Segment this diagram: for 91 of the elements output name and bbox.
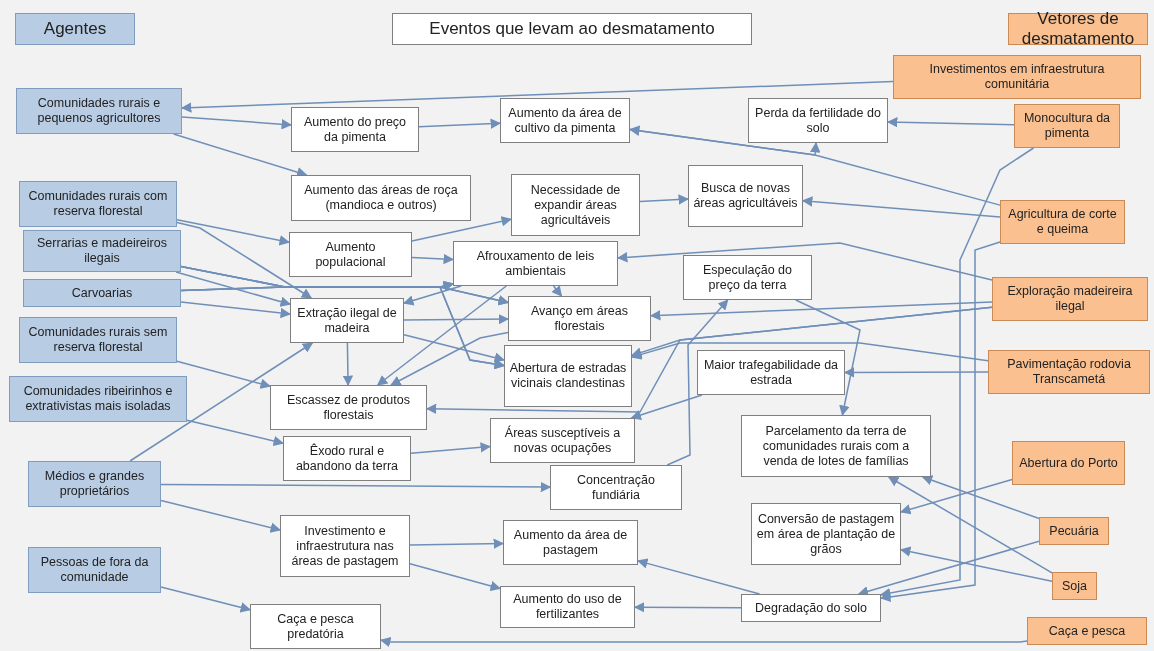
event-box: Perda da fertilidade do solo xyxy=(748,98,888,143)
event-box: Extração ilegal de madeira xyxy=(290,298,404,343)
event-box: Aumento das áreas de roça (mandioca e outros) xyxy=(291,175,471,221)
agent-box: Comunidades rurais e pequenos agricultores xyxy=(16,88,182,134)
arrow xyxy=(900,478,1013,515)
arrow xyxy=(637,558,761,595)
arrow xyxy=(379,636,1028,648)
driver-box: Exploração madeireira ilegal xyxy=(992,277,1148,321)
heading-box: Eventos que levam ao desmatamento xyxy=(392,13,752,45)
arrow xyxy=(425,306,993,415)
driver-box: Soja xyxy=(1052,572,1097,600)
arrow xyxy=(921,475,1040,520)
arrow xyxy=(390,331,509,386)
arrow xyxy=(160,481,552,493)
driver-box: Caça e pesca xyxy=(1027,617,1147,645)
arrow xyxy=(180,301,292,319)
arrow xyxy=(628,125,1001,206)
driver-box: Investimentos em infraestrutura comunitária xyxy=(893,55,1141,99)
event-box: Avanço em áreas florestais xyxy=(508,296,651,341)
arrow xyxy=(666,299,729,466)
arrow xyxy=(879,241,1001,603)
arrow xyxy=(649,301,993,321)
arrow xyxy=(551,285,563,297)
event-box: Aumento da área de cultivo da pimenta xyxy=(500,98,630,143)
arrow xyxy=(403,313,510,325)
arrow xyxy=(181,116,293,130)
arrow xyxy=(887,476,1053,574)
agent-box: Comunidades rurais sem reserva florestal xyxy=(19,317,177,363)
arrow xyxy=(879,147,1035,599)
event-box: Necessidade de expandir áreas agricultáveis xyxy=(511,174,640,236)
arrow xyxy=(639,194,690,205)
arrow xyxy=(411,253,455,265)
arrow xyxy=(801,196,1001,218)
event-box: Concentração fundiária xyxy=(550,465,682,510)
event-box: Aumento do uso de fertilizantes xyxy=(500,586,635,628)
arrow xyxy=(403,285,462,306)
arrow xyxy=(176,221,313,299)
agent-box: Serrarias e madeireiros ilegais xyxy=(23,230,181,272)
agent-box: Pessoas de fora da comunidade xyxy=(28,547,161,593)
arrow xyxy=(843,367,989,378)
arrow xyxy=(176,360,271,389)
arrow xyxy=(616,242,993,281)
driver-box: Agricultura de corte e queima xyxy=(1000,200,1125,244)
event-box: Escassez de produtos florestais xyxy=(270,385,427,430)
arrow xyxy=(186,419,284,447)
heading-box: Vetores de desmatamento xyxy=(1008,13,1148,45)
event-box: Êxodo rural e abandono da terra xyxy=(283,436,411,481)
arrow xyxy=(376,285,508,386)
driver-box: Abertura do Porto xyxy=(1012,441,1125,485)
arrow xyxy=(129,342,314,462)
arrow xyxy=(410,442,492,454)
event-box: Aumento populacional xyxy=(289,232,412,277)
agent-box: Carvoarias xyxy=(23,279,181,307)
event-box: Conversão de pastagem em área de plantação de grãos xyxy=(751,503,901,565)
arrow xyxy=(409,563,501,592)
arrow xyxy=(342,342,354,387)
event-box: Afrouxamento de leis ambientais xyxy=(453,241,618,286)
arrow xyxy=(631,342,989,362)
arrow xyxy=(630,394,703,421)
event-box: Especulação do preço da terra xyxy=(683,255,812,300)
driver-box: Pecuária xyxy=(1039,517,1109,545)
agent-box: Comunidades rurais com reserva florestal xyxy=(19,181,177,227)
arrow xyxy=(175,271,291,307)
arrow xyxy=(409,538,505,549)
arrow xyxy=(411,216,513,242)
event-box: Parcelamento da terra de comunidades rurais com a venda de lotes de famílias xyxy=(741,415,931,477)
arrow xyxy=(160,586,251,613)
driver-box: Pavimentação rodovia Transcametá xyxy=(988,350,1150,394)
arrow xyxy=(180,286,506,370)
event-box: Aumento do preço da pimenta xyxy=(291,107,419,152)
arrow xyxy=(418,118,502,129)
arrow xyxy=(794,299,861,417)
event-box: Busca de novas áreas agricultáveis xyxy=(688,165,803,227)
driver-box: Monocultura da pimenta xyxy=(1014,104,1120,148)
event-box: Aumento da área de pastagem xyxy=(503,520,638,565)
event-box: Degradação do solo xyxy=(741,594,881,622)
event-box: Áreas susceptíveis a novas ocupações xyxy=(490,418,635,463)
arrow xyxy=(176,219,291,246)
event-box: Maior trafegabilidade da estrada xyxy=(697,350,845,395)
arrow xyxy=(180,80,894,113)
arrow xyxy=(886,116,1015,128)
arrow xyxy=(403,334,505,363)
arrow xyxy=(633,602,742,613)
agent-box: Comunidades ribeirinhos e extrativistas mais isoladas xyxy=(9,376,187,422)
event-box: Abertura de estradas vicinais clandestinas xyxy=(504,345,632,407)
event-box: Caça e pesca predatória xyxy=(250,604,381,649)
heading-box: Agentes xyxy=(15,13,135,45)
arrow xyxy=(160,499,281,533)
agent-box: Médios e grandes proprietários xyxy=(28,461,161,507)
arrow xyxy=(899,546,1053,583)
event-box: Investimento e infraestrutura nas áreas de pastagem xyxy=(280,515,410,577)
